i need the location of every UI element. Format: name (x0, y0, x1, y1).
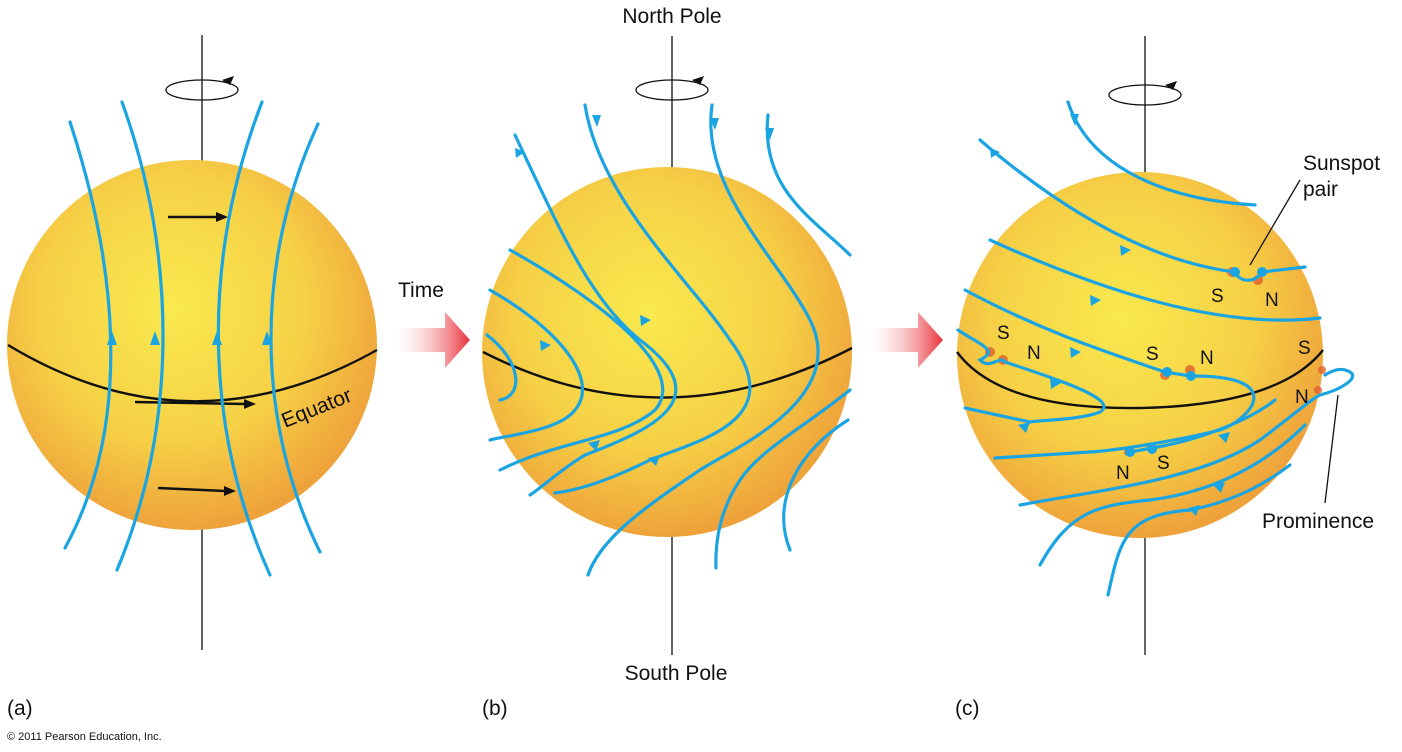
polarity-n: N (1200, 348, 1214, 369)
panel-a: Equator (7, 35, 378, 650)
rotation-arrow-icon (635, 76, 709, 101)
equator-line (7, 343, 378, 403)
polarity-s: S (997, 323, 1010, 344)
polarity-n: N (1027, 343, 1041, 364)
panel-c-label: (c) (955, 697, 980, 720)
equator-line (482, 346, 853, 399)
panel-b-label: (b) (482, 697, 508, 720)
polarity-labels: S N S N S N S N N S (997, 286, 1311, 484)
field-lines (63, 100, 322, 577)
sunspot-pair-label: Sunspot (1303, 152, 1380, 175)
polarity-n: N (1295, 387, 1309, 408)
time-arrow-icon (868, 312, 943, 368)
prominence-label: Prominence (1262, 510, 1374, 533)
sunspot-pair-label: pair (1303, 178, 1338, 201)
north-pole-label: North Pole (622, 5, 721, 28)
polarity-s: S (1211, 286, 1224, 307)
equator-line (956, 349, 1324, 410)
sun-sphere (7, 160, 377, 530)
rotation-arrow-icon (165, 76, 239, 101)
panel-b: North Pole South Pole (482, 5, 853, 685)
polarity-s: S (1157, 453, 1170, 474)
polarity-s: S (1146, 344, 1159, 365)
field-lines (956, 100, 1355, 597)
polarity-s: S (1298, 338, 1311, 359)
sunspot-markers (1125, 267, 1267, 457)
prominence-leader (1324, 394, 1339, 504)
rotation-arrow-icon (1108, 81, 1182, 106)
panel-c: S N S N S N S N N S Sunspot pair Promine… (956, 36, 1380, 655)
copyright: © 2011 Pearson Education, Inc. (7, 731, 162, 743)
time-arrow-icon (395, 312, 470, 368)
field-lines (485, 103, 852, 577)
time-label: Time (398, 279, 444, 302)
south-pole-label: South Pole (625, 662, 728, 685)
sunspot-pair-leader (1249, 179, 1301, 266)
panel-a-label: (a) (7, 697, 33, 720)
polarity-n: N (1265, 290, 1279, 311)
sun-sphere (482, 167, 852, 537)
polarity-n: N (1116, 463, 1130, 484)
rotation-direction-arrows (134, 212, 256, 496)
